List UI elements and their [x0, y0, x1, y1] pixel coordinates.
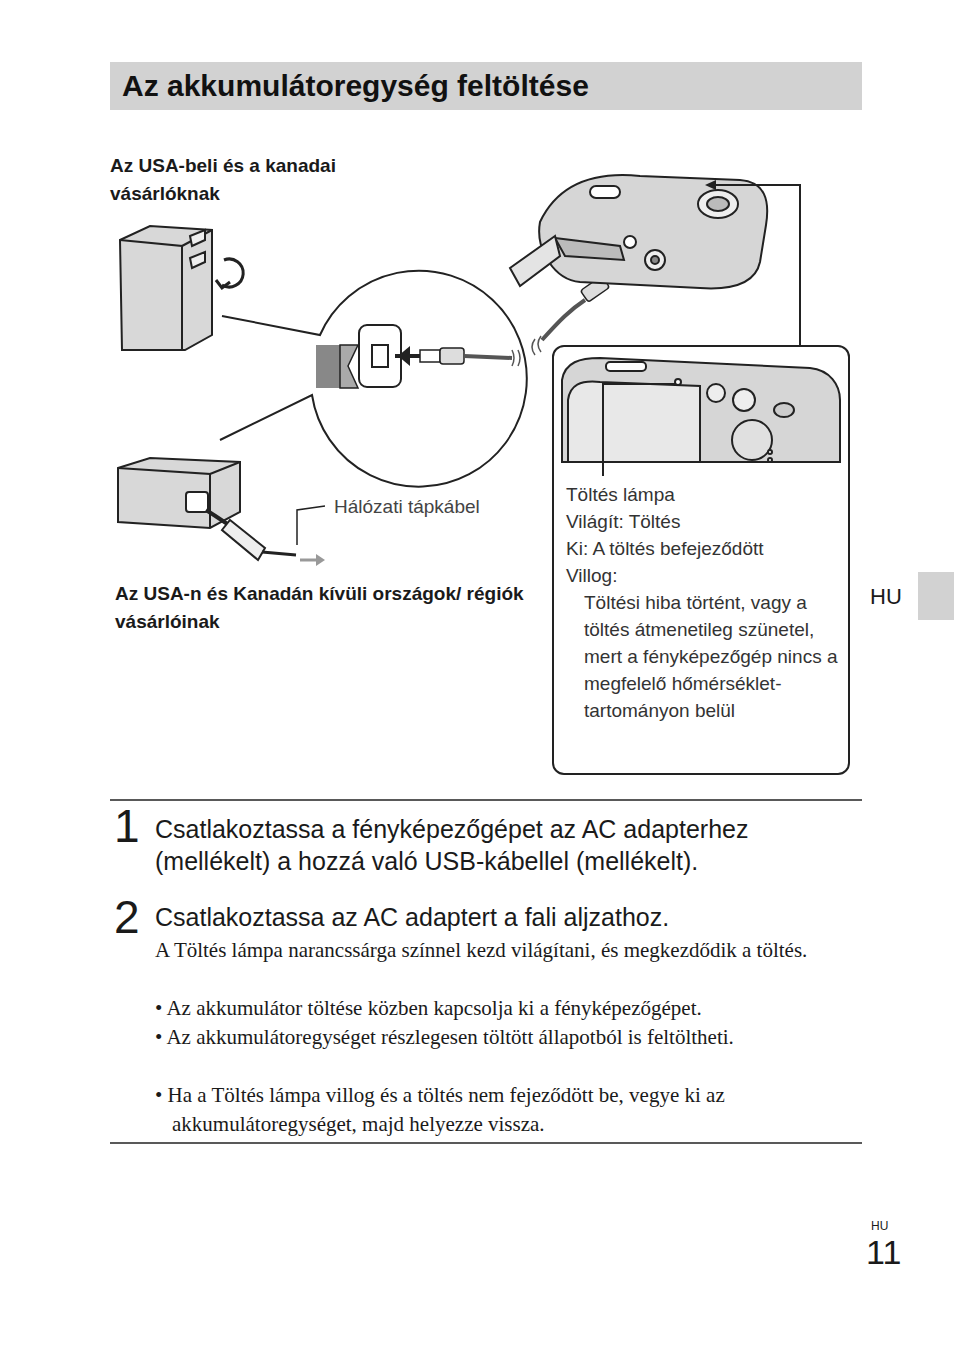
buyer-note: Az USA-n és Kanadán kívüli országok/ rég…	[115, 580, 545, 636]
buyer-note: Az USA-beli és a kanadai vásárlóknak	[110, 152, 410, 208]
language-tab: HU	[870, 583, 902, 611]
part-name: Hálózati tápkábel	[332, 494, 482, 520]
bullet-note: • Az akkumulátoregységet részlegesen töl…	[155, 1023, 860, 1052]
side-tab	[918, 572, 954, 620]
zoom-bubble	[220, 271, 527, 487]
callout-text: Világít: Töltés	[566, 508, 838, 535]
callout-text: Ki: A töltés befejeződött	[566, 535, 838, 562]
step-body: A Töltés lámpa narancssárga színnel kezd…	[155, 936, 860, 965]
callout-text: Töltési hiba történt, vagy a töltés átme…	[566, 589, 838, 724]
callout-box: Töltés lámpaVilágít: TöltésKi: A töltés …	[552, 345, 850, 775]
callout-text: Töltés lámpa	[566, 481, 838, 508]
page-number: 11	[866, 1232, 901, 1272]
bullet-note: • Ha a Töltés lámpa villog és a töltés n…	[155, 1081, 860, 1139]
eu-adapter	[118, 458, 325, 566]
step-text: Csatlakoztassa az AC adaptert a fali alj…	[155, 901, 865, 933]
bullet-note: • Az akkumulátor töltése közben kapcsolj…	[155, 994, 860, 1023]
page-language: HU	[871, 1219, 888, 1233]
callout-text: Villog:	[566, 562, 838, 589]
step-number: 2	[114, 891, 140, 943]
page-title: Az akkumulátoregység feltöltése	[122, 68, 589, 104]
title-band	[110, 62, 862, 110]
camera	[510, 175, 767, 288]
step-number: 1	[114, 800, 140, 852]
step-text: Csatlakoztassa a fényképezőgépet az AC a…	[155, 813, 865, 877]
